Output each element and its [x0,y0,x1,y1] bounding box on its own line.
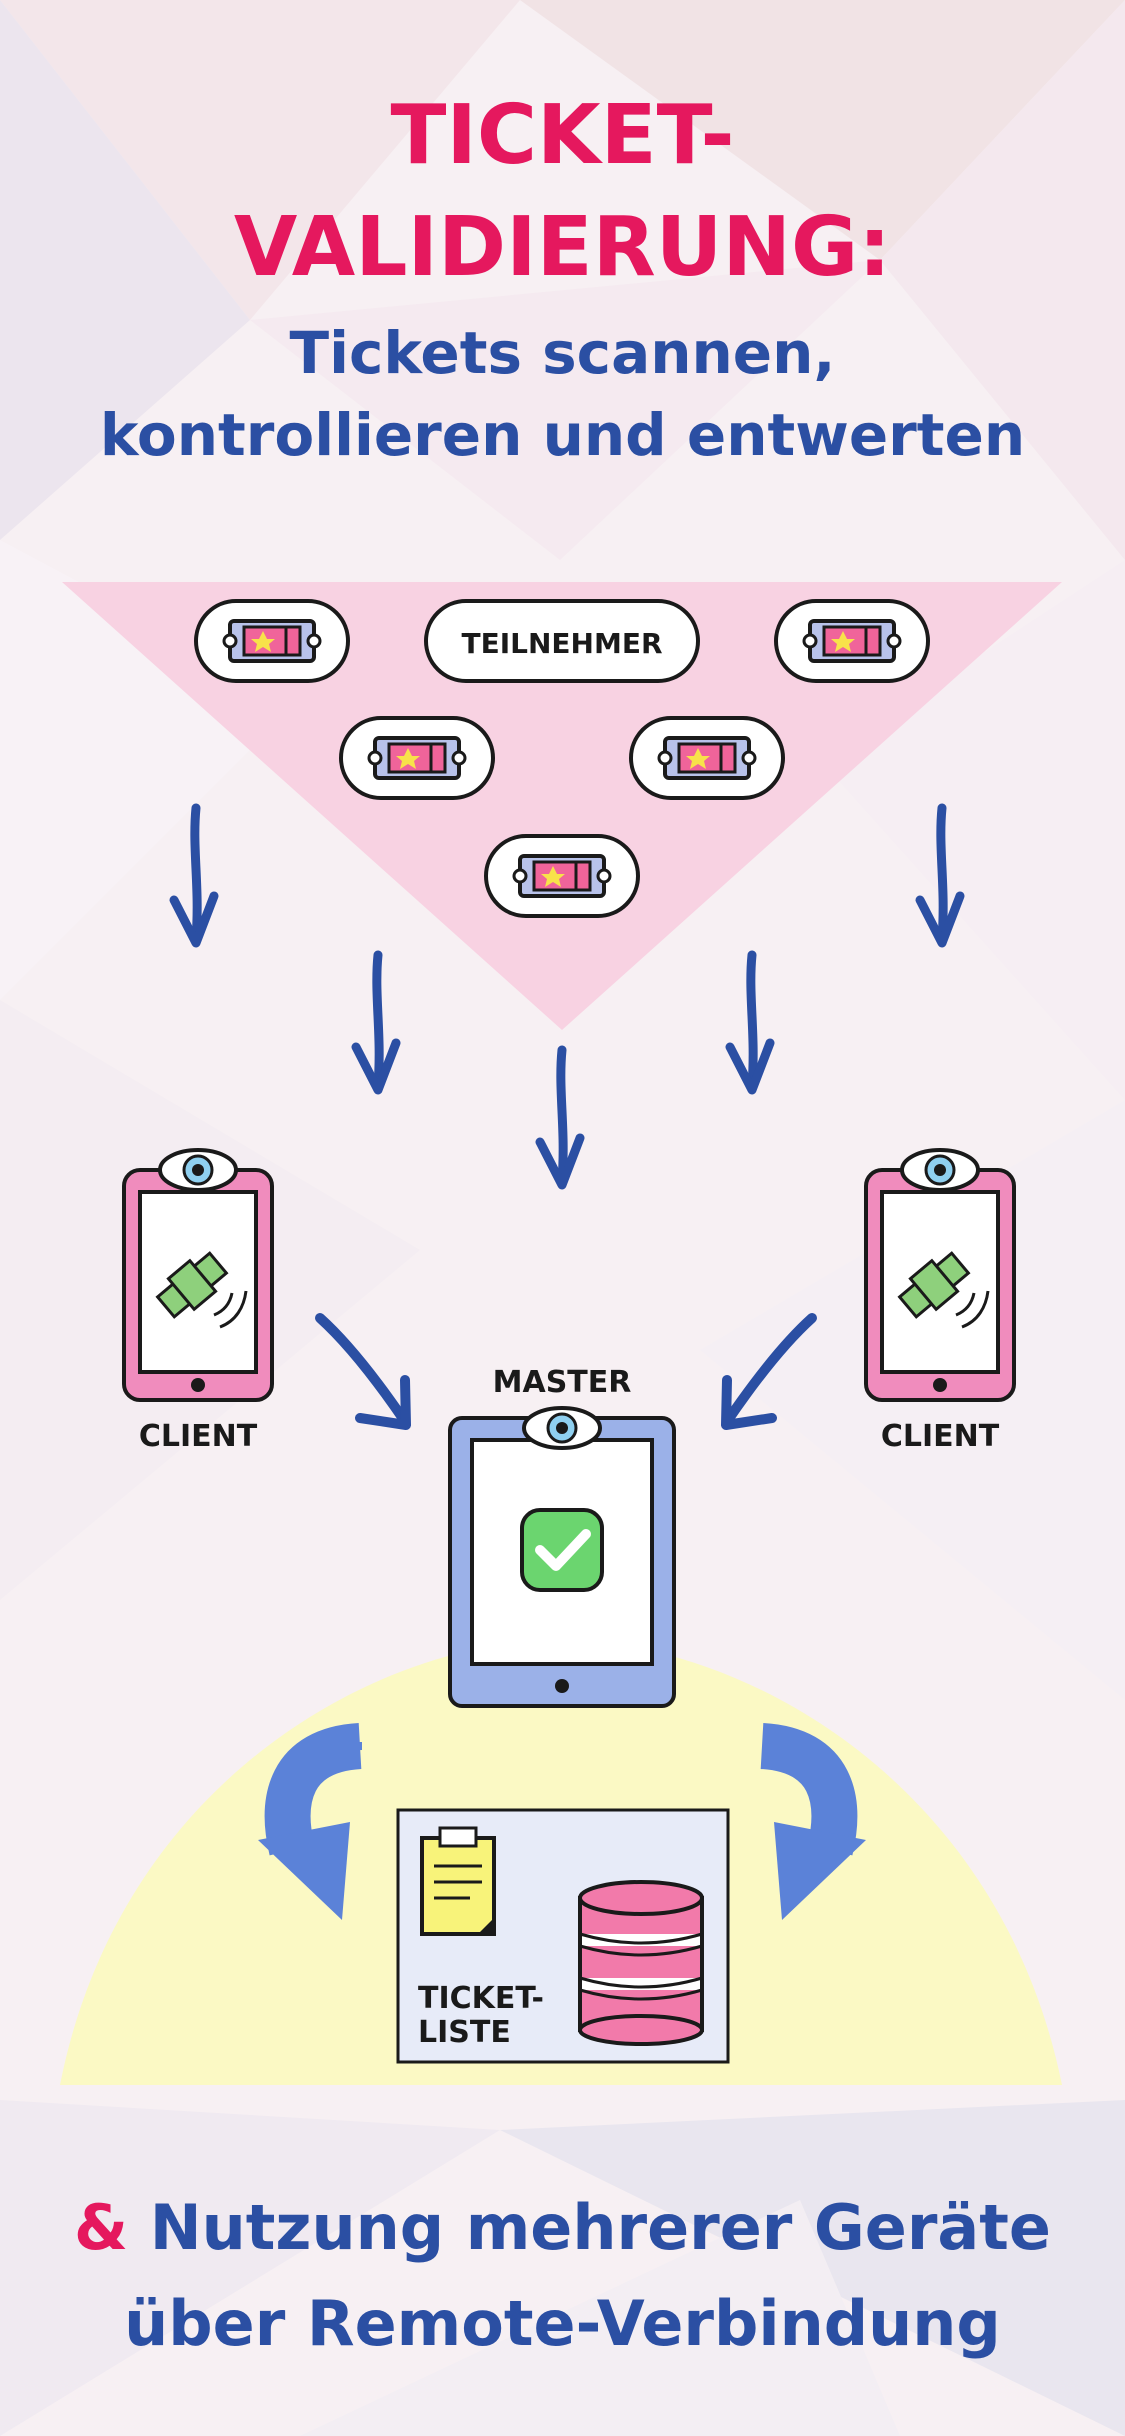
participants-area [62,582,1062,1030]
ticket-list-label-1: TICKET- [418,1981,544,2016]
ticket-icon [367,736,467,780]
client-phone-right [864,1148,1016,1402]
footer-line-2: über Remote-Verbindung [124,2287,1001,2360]
ticket-list-box: TICKET- LISTE [396,1808,730,2064]
arrow-down-icon [174,808,214,943]
ticket-pill [484,834,640,918]
arrow-down-icon [730,955,770,1090]
client-phone-left [122,1148,274,1402]
curved-arrow-left-icon [258,1723,363,1920]
footer-text-1: Nutzung mehrerer Geräte [149,2191,1051,2264]
eye-icon [522,1406,602,1450]
arrow-diagonal-icon [315,1313,411,1430]
check-icon [520,1508,604,1592]
footer-line-1: & Nutzung mehrerer Geräte [0,2190,1125,2266]
client-right-label: CLIENT [881,1419,1000,1454]
arrow-down-icon [540,1050,580,1185]
ticket-list-label-2: LISTE [418,2015,511,2050]
master-label: MASTER [493,1365,632,1400]
footer-ampersand: & [74,2191,129,2264]
participants-pill: TEILNEHMER [424,599,700,683]
title-line-2: VALIDIERUNG: [233,200,892,295]
database-icon [578,1880,704,2046]
master-tablet [448,1406,676,1708]
ticket-pill [774,599,930,683]
subtitle-line-2: kontrollieren und entwerten [99,401,1026,469]
ticket-pill [339,716,495,800]
eye-icon [900,1148,980,1192]
participants-label: TEILNEHMER [461,627,662,660]
clipboard-icon [420,1826,496,1936]
client-left-label: CLIENT [139,1419,258,1454]
ticket-pill [194,599,350,683]
arrow-diagonal-icon [721,1313,817,1430]
ticket-icon [657,736,757,780]
arrow-down-icon [920,808,960,943]
subtitle-line-1: Tickets scannen, [289,319,836,387]
ticket-icon [222,619,322,663]
eye-icon [158,1148,238,1192]
arrow-down-icon [356,955,396,1090]
ticket-icon [512,854,612,898]
ticket-icon [802,619,902,663]
ticket-pill [629,716,785,800]
title-line-1: TICKET- [390,88,735,183]
curved-arrow-right-icon [759,1723,866,1920]
